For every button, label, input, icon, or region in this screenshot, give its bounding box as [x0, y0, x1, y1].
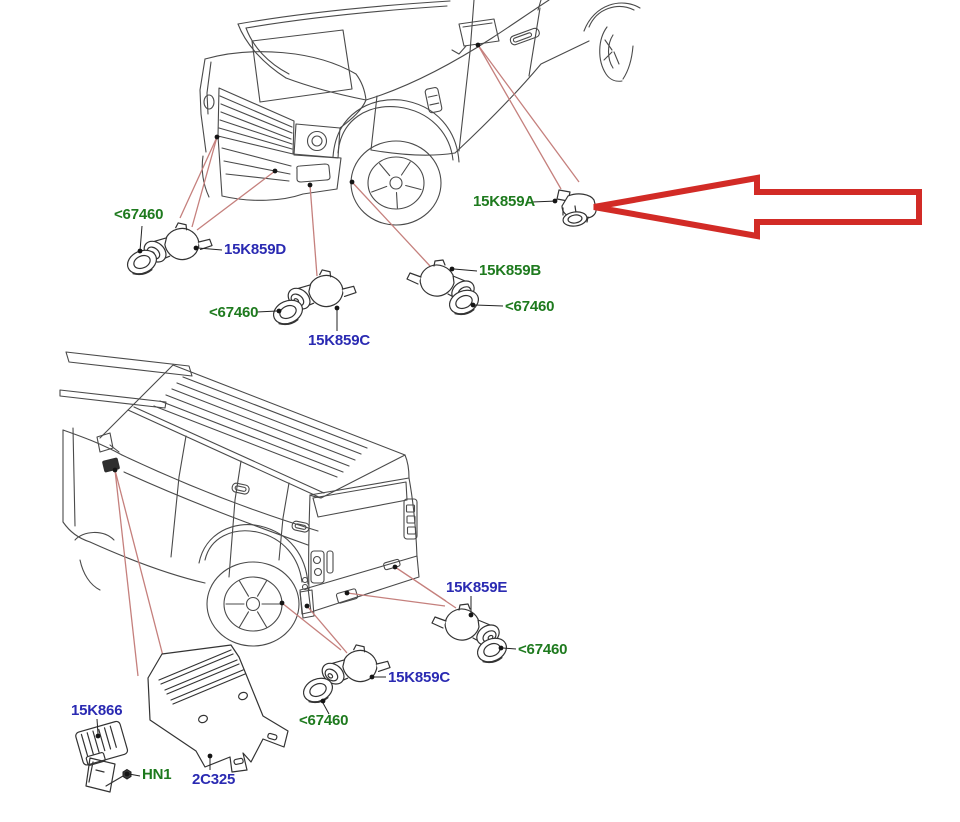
- highlight-arrow: [593, 174, 922, 240]
- door-module: [102, 457, 120, 473]
- module-drawing-15K866: [75, 720, 129, 793]
- callout-nut: HN1: [142, 766, 172, 783]
- callout-grommet-front-right: <67460: [505, 298, 555, 315]
- callout-sensor-side: 15K859A: [473, 193, 535, 210]
- callout-grommet-front-center: <67460: [209, 304, 259, 321]
- callout-bracket: 2C325: [192, 771, 236, 788]
- callout-grommet-front-left: <67460: [114, 206, 164, 223]
- callout-sensor-rear-center: 15K859C: [388, 669, 450, 686]
- callout-module: 15K866: [71, 702, 123, 719]
- connector-dots: [95, 42, 558, 777]
- grommet-drawing-front-right: [445, 285, 484, 320]
- bracket-drawing-2C325: [147, 644, 289, 773]
- front-vehicle: [199, 0, 641, 226]
- rear-vehicle: [59, 351, 420, 647]
- callout-grommet-rear-right: <67460: [518, 641, 568, 658]
- callout-connectors: [96, 200, 558, 777]
- callout-sensor-front-center: 15K859C: [308, 332, 370, 349]
- callout-sensor-rear-outer: 15K859E: [446, 579, 508, 596]
- callout-sensor-front-left: 15K859D: [224, 241, 286, 258]
- callout-grommet-rear-left: <67460: [299, 712, 349, 729]
- callout-sensor-front-right: 15K859B: [479, 262, 541, 279]
- sensor-drawing-15K859A: [556, 189, 597, 227]
- leader-lines: [114, 44, 580, 677]
